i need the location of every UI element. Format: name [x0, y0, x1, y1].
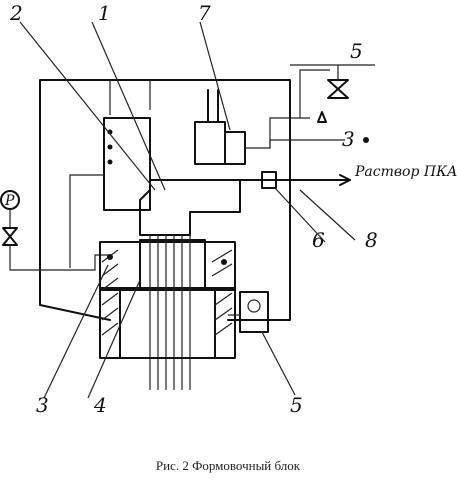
inlet-label: Раствор ПКА: [354, 164, 457, 180]
valve-5: [327, 79, 349, 99]
inlet-arrow: [339, 174, 351, 186]
block-2-dot: [107, 144, 113, 150]
leader-8: [299, 189, 356, 241]
leader-2: [19, 21, 156, 191]
callout-3-bottom: 3: [36, 393, 49, 417]
callout-3-top: 3: [342, 127, 355, 151]
callout-7: 7: [198, 1, 211, 25]
callout-4: 4: [93, 393, 107, 417]
block-2-dot: [107, 159, 113, 165]
main-frame: [39, 79, 291, 321]
block-2: [103, 117, 151, 211]
callout-1: 1: [98, 1, 111, 25]
leader-5-bottom: [261, 331, 296, 396]
pump-5: [239, 291, 269, 333]
pump-5-dial: [247, 299, 261, 313]
callout-2: 2: [9, 1, 23, 25]
callout-5-bottom: 5: [290, 393, 303, 417]
seal-dot: [221, 259, 227, 265]
line-3-end: [363, 137, 369, 143]
leader-3-bottom: [43, 264, 109, 399]
pipe-valve: [299, 69, 330, 118]
leader-4: [87, 279, 141, 399]
leader-1: [91, 21, 166, 191]
line-3-top: [269, 139, 345, 148]
mould-inner: [119, 289, 216, 359]
callout-5-top: 5: [350, 39, 363, 63]
gauge-line: [9, 245, 110, 271]
hatch-right: [211, 249, 233, 336]
callout-6: 6: [312, 228, 325, 252]
pipe-7: [245, 117, 310, 149]
valve-left: [2, 227, 18, 246]
valve-small: [317, 111, 327, 123]
leader-7: [199, 21, 231, 131]
figure-caption: Рис. 2 Формовочный блок: [156, 458, 301, 473]
pipe-left: [69, 174, 104, 268]
cylinder-7: [194, 121, 226, 165]
funnel: [139, 179, 241, 236]
filaments: [149, 235, 191, 390]
hatch-left: [101, 249, 119, 336]
mould-upper: [99, 241, 236, 291]
seal-dot: [107, 254, 113, 260]
pressure-label: P: [4, 193, 15, 209]
callout-8: 8: [365, 228, 378, 252]
cylinder-7-side: [224, 131, 246, 165]
leader-6: [274, 187, 326, 243]
